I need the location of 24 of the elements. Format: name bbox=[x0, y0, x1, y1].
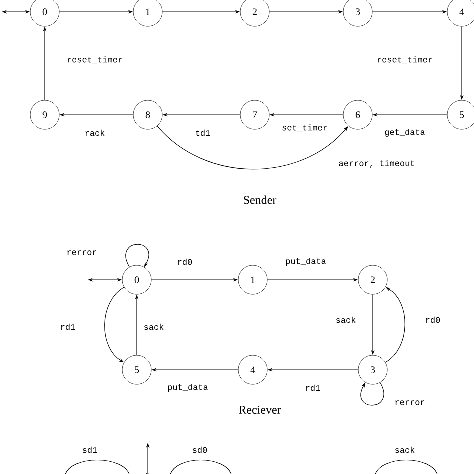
edge-label: rerror bbox=[68, 250, 97, 256]
edge-label: rd1 bbox=[306, 384, 320, 392]
caption: Sender bbox=[244, 196, 277, 204]
edge-label: rd0 bbox=[426, 316, 440, 324]
edge-label: reset_timer bbox=[378, 56, 432, 64]
edge-label: set_timer bbox=[282, 124, 328, 132]
edge-label: sack bbox=[336, 316, 356, 324]
loop-label: sd0 bbox=[193, 446, 208, 454]
caption: Reciever bbox=[239, 406, 282, 414]
loop-label: sd1 bbox=[83, 446, 98, 454]
edge-label: reset_timer bbox=[68, 56, 122, 64]
arrow bbox=[360, 382, 384, 406]
edge-label: td1 bbox=[196, 130, 210, 136]
edge-label: rd1 bbox=[61, 324, 76, 330]
edge-label: put_data bbox=[286, 258, 326, 266]
edge-label: aerror, timeout bbox=[339, 160, 414, 168]
edge-label: rerror bbox=[396, 400, 425, 406]
arrow bbox=[126, 244, 150, 268]
edge-label: rd0 bbox=[178, 258, 192, 266]
edge-label: rack bbox=[86, 130, 105, 136]
loop-label: sack bbox=[396, 446, 415, 454]
edge-label: sack bbox=[144, 324, 164, 330]
edge-label: get_data bbox=[385, 129, 426, 137]
edge-label: put_data bbox=[168, 384, 208, 392]
